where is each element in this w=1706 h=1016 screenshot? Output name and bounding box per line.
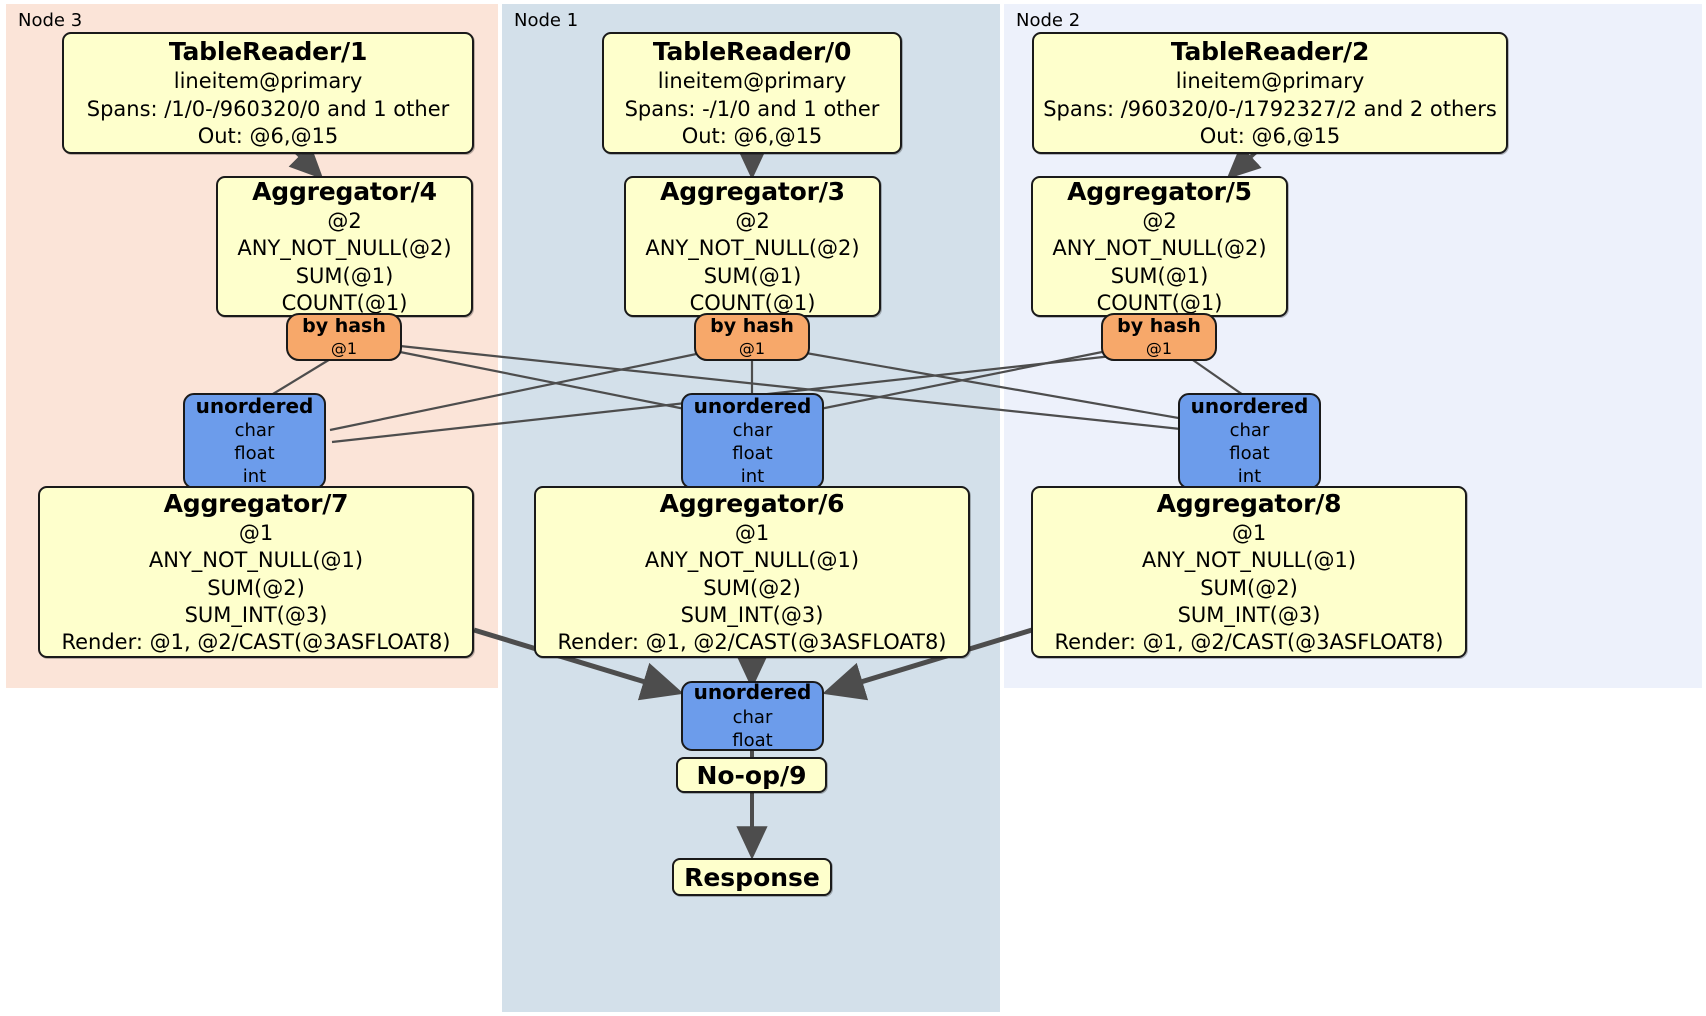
receiver-node3-type-2: int xyxy=(242,466,267,488)
aggregator-5-func-0: ANY_NOT_NULL(@2) xyxy=(1052,236,1267,261)
receiver-node2-title: unordered xyxy=(1190,393,1309,418)
aggregator-4-group: @2 xyxy=(327,209,362,234)
final-receiver-type-1: float xyxy=(732,729,773,751)
receiver-node1-type-1: float xyxy=(732,443,773,465)
aggregator-6-func-0: ANY_NOT_NULL(@1) xyxy=(644,548,860,573)
aggregator-6-render: Render: @1, @2/CAST(@3ASFLOAT8) xyxy=(557,630,947,655)
noop-9[interactable]: No-op/9 xyxy=(676,757,827,793)
aggregator-8-title: Aggregator/8 xyxy=(1156,488,1342,518)
hash-router-node1[interactable]: by hash @1 xyxy=(694,313,810,361)
aggregator-7-group: @1 xyxy=(238,521,274,546)
final-receiver-type-0: char xyxy=(732,706,773,728)
aggregator-3-func-0: ANY_NOT_NULL(@2) xyxy=(645,236,860,261)
table-reader-2[interactable]: TableReader/2 lineitem@primary Spans: /9… xyxy=(1032,32,1508,154)
receiver-node3-title: unordered xyxy=(195,393,314,418)
hash-router-node2-column: @1 xyxy=(1145,338,1173,358)
aggregator-7-func-1: SUM(@2) xyxy=(207,575,305,600)
aggregator-4-func-2: COUNT(@1) xyxy=(281,291,408,316)
table-reader-1-out: Out: @6,@15 xyxy=(197,123,339,148)
aggregator-3-func-1: SUM(@1) xyxy=(703,263,802,288)
receiver-node1-title: unordered xyxy=(693,393,812,418)
receiver-node1-type-2: int xyxy=(740,466,765,488)
hash-router-node3[interactable]: by hash @1 xyxy=(286,313,402,361)
aggregator-8-render: Render: @1, @2/CAST(@3ASFLOAT8) xyxy=(1054,630,1444,655)
aggregator-7-render: Render: @1, @2/CAST(@3ASFLOAT8) xyxy=(61,630,451,655)
receiver-node3-type-0: char xyxy=(234,420,275,442)
aggregator-8-func-1: SUM(@2) xyxy=(1200,575,1298,600)
receiver-node1[interactable]: unordered char float int xyxy=(681,393,824,489)
aggregator-5-func-2: COUNT(@1) xyxy=(1096,291,1223,316)
aggregator-7-func-2: SUM_INT(@3) xyxy=(184,602,328,627)
node-panel-label-node2: Node 2 xyxy=(1016,10,1081,31)
receiver-node2-type-1: float xyxy=(1229,443,1270,465)
table-reader-1-spans: Spans: /1/0-/960320/0 and 1 other xyxy=(86,96,450,121)
table-reader-0-title: TableReader/0 xyxy=(652,36,852,66)
table-reader-0-spans: Spans: -/1/0 and 1 other xyxy=(624,96,880,121)
table-reader-2-spans: Spans: /960320/0-/1792327/2 and 2 others xyxy=(1043,96,1497,121)
aggregator-6[interactable]: Aggregator/6 @1 ANY_NOT_NULL(@1) SUM(@2)… xyxy=(534,486,970,658)
response-node[interactable]: Response xyxy=(672,858,832,896)
aggregator-4-func-1: SUM(@1) xyxy=(295,263,394,288)
table-reader-0-table: lineitem@primary xyxy=(657,69,847,94)
receiver-node2-type-0: char xyxy=(1229,420,1270,442)
table-reader-2-table: lineitem@primary xyxy=(1175,69,1365,94)
aggregator-3-func-2: COUNT(@1) xyxy=(689,291,816,316)
aggregator-3-title: Aggregator/3 xyxy=(660,176,845,206)
aggregator-3[interactable]: Aggregator/3 @2 ANY_NOT_NULL(@2) SUM(@1)… xyxy=(624,176,881,317)
table-reader-1-table: lineitem@primary xyxy=(173,69,363,94)
aggregator-5-group: @2 xyxy=(1142,209,1177,234)
table-reader-2-out: Out: @6,@15 xyxy=(1199,123,1341,148)
aggregator-6-title: Aggregator/6 xyxy=(659,488,845,518)
aggregator-7-title: Aggregator/7 xyxy=(163,488,349,518)
aggregator-4-title: Aggregator/4 xyxy=(252,176,437,206)
receiver-node3-type-1: float xyxy=(234,443,275,465)
final-receiver-title: unordered xyxy=(693,680,812,705)
aggregator-5-title: Aggregator/5 xyxy=(1067,176,1252,206)
aggregator-5-func-1: SUM(@1) xyxy=(1110,263,1209,288)
table-reader-0[interactable]: TableReader/0 lineitem@primary Spans: -/… xyxy=(602,32,902,154)
hash-router-node2-title: by hash xyxy=(1117,315,1201,338)
aggregator-7[interactable]: Aggregator/7 @1 ANY_NOT_NULL(@1) SUM(@2)… xyxy=(38,486,474,658)
hash-router-node1-title: by hash xyxy=(710,315,794,338)
aggregator-6-group: @1 xyxy=(734,521,770,546)
hash-router-node3-column: @1 xyxy=(330,338,358,358)
receiver-node1-type-0: char xyxy=(732,420,773,442)
node-panel-label-node1: Node 1 xyxy=(514,10,579,31)
aggregator-4[interactable]: Aggregator/4 @2 ANY_NOT_NULL(@2) SUM(@1)… xyxy=(216,176,473,317)
hash-router-node3-title: by hash xyxy=(302,315,386,338)
aggregator-8[interactable]: Aggregator/8 @1 ANY_NOT_NULL(@1) SUM(@2)… xyxy=(1031,486,1467,658)
aggregator-3-group: @2 xyxy=(735,209,770,234)
final-receiver[interactable]: unordered char float xyxy=(681,680,824,751)
aggregator-6-func-2: SUM_INT(@3) xyxy=(680,602,824,627)
aggregator-4-func-0: ANY_NOT_NULL(@2) xyxy=(237,236,452,261)
hash-router-node2[interactable]: by hash @1 xyxy=(1101,313,1217,361)
table-reader-2-title: TableReader/2 xyxy=(1170,36,1370,66)
receiver-node2-type-2: int xyxy=(1237,466,1262,488)
aggregator-6-func-1: SUM(@2) xyxy=(703,575,801,600)
receiver-node2[interactable]: unordered char float int xyxy=(1178,393,1321,489)
hash-router-node1-column: @1 xyxy=(738,338,766,358)
aggregator-5[interactable]: Aggregator/5 @2 ANY_NOT_NULL(@2) SUM(@1)… xyxy=(1031,176,1288,317)
node-panel-label-node3: Node 3 xyxy=(18,10,83,31)
aggregator-8-group: @1 xyxy=(1231,521,1267,546)
table-reader-0-out: Out: @6,@15 xyxy=(681,123,823,148)
table-reader-1-title: TableReader/1 xyxy=(168,36,368,66)
table-reader-1[interactable]: TableReader/1 lineitem@primary Spans: /1… xyxy=(62,32,474,154)
receiver-node3[interactable]: unordered char float int xyxy=(183,393,326,489)
aggregator-7-func-0: ANY_NOT_NULL(@1) xyxy=(148,548,364,573)
aggregator-8-func-2: SUM_INT(@3) xyxy=(1177,602,1321,627)
aggregator-8-func-0: ANY_NOT_NULL(@1) xyxy=(1141,548,1357,573)
